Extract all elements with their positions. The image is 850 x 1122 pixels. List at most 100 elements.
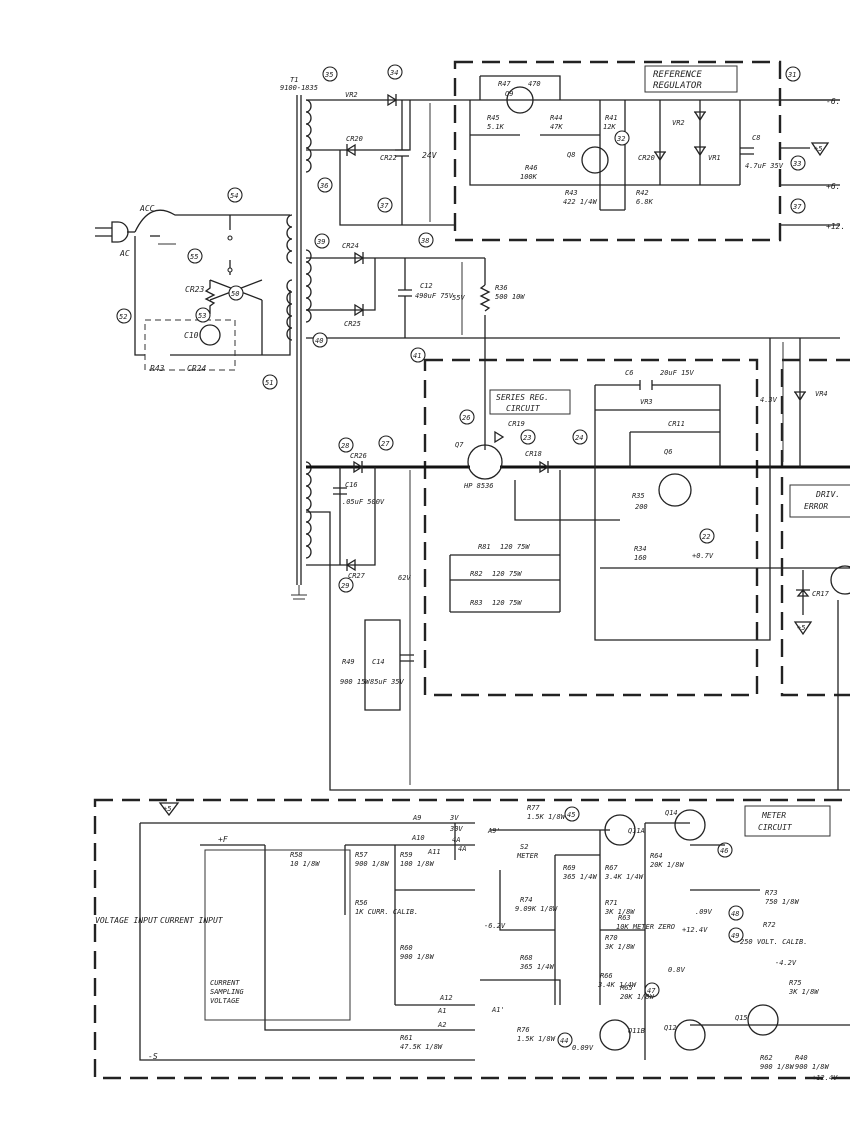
svg-text:10 1/8W: 10 1/8W — [290, 860, 320, 868]
svg-text:R70: R70 — [605, 934, 618, 942]
c12-value: 490uF 75V — [415, 292, 454, 300]
voltage-input-label: VOLTAGE INPUT — [95, 916, 159, 925]
cr19-diode — [494, 430, 505, 444]
r80-resistor — [204, 280, 216, 314]
svg-text:Q15: Q15 — [735, 1014, 748, 1022]
r45-value: 5.1K — [487, 123, 505, 131]
v-m42: -4.2V — [775, 959, 797, 967]
plus5-mid-triangle — [793, 621, 813, 636]
r43-value: 422 1/4W — [563, 198, 598, 206]
r49-value: 900 15W — [340, 678, 370, 686]
r49-label: R49 — [342, 658, 355, 666]
svg-text:9.09K 1/8W: 9.09K 1/8W — [515, 905, 558, 913]
q8-label: Q8 — [567, 151, 575, 159]
ds1-label: C10 — [184, 331, 199, 340]
q4-transistor — [830, 565, 850, 595]
plus5-meter-label: +5 — [163, 805, 171, 813]
c16-label: C16 — [345, 481, 358, 489]
svg-text:R58: R58 — [290, 851, 303, 859]
series-reg-title-2: CIRCUIT — [506, 404, 541, 413]
svg-text:900 1/8W: 900 1/8W — [400, 953, 435, 961]
v55-label: 55V — [452, 294, 465, 302]
reference-regulator-title-2: REGULATOR — [653, 81, 702, 91]
cr17-label: CR17 — [812, 590, 830, 598]
meter-circuit-title: METER — [761, 811, 786, 820]
svg-text:47.5K 1/8W: 47.5K 1/8W — [400, 1043, 443, 1051]
r41-value: 12K — [603, 123, 616, 131]
svg-text:37: 37 — [379, 202, 389, 210]
tap-4a-2: 4A — [458, 845, 466, 853]
r82-value: 120 75W — [492, 570, 522, 578]
svg-text:1K CURR. CALIB.: 1K CURR. CALIB. — [355, 908, 418, 916]
r81-value: 120 75W — [500, 543, 530, 551]
s1-fuse-box — [144, 319, 236, 371]
c12-label: C12 — [420, 282, 433, 290]
current-input-label: CURRENT INPUT — [160, 916, 224, 925]
sampling-label-2: SAMPLING — [210, 988, 245, 996]
out-plus12: +12. — [826, 222, 845, 231]
r47-label: R47 — [498, 80, 511, 88]
svg-text:R61: R61 — [400, 1034, 413, 1042]
r35-label: R35 — [632, 492, 645, 500]
svg-text:54: 54 — [230, 192, 238, 200]
c8-label: C8 — [752, 134, 760, 142]
c14-value: 85uF 35V — [370, 678, 405, 686]
svg-text:1.5K 1/8W: 1.5K 1/8W — [517, 1035, 556, 1043]
driver-box — [789, 484, 850, 518]
vr3-label: VR3 — [640, 398, 653, 406]
secondary-coil-3 — [305, 461, 312, 559]
s2-label: S2 — [520, 843, 528, 851]
plus5-mid-label: +5 — [797, 624, 805, 632]
plus5-ref-label: +5 — [814, 145, 822, 153]
svg-text:R62: R62 — [760, 1054, 773, 1062]
r36-label: R36 — [495, 284, 508, 292]
r45-label: R45 — [487, 114, 500, 122]
cr25-diode — [354, 303, 365, 317]
r47-value: 470 — [528, 80, 541, 88]
svg-text:26: 26 — [462, 414, 470, 422]
svg-text:53: 53 — [198, 312, 206, 320]
r80-label: CR23 — [185, 285, 204, 294]
svg-text:46: 46 — [720, 847, 728, 855]
reference-regulator-outline — [453, 60, 782, 242]
svg-text:Q11A: Q11A — [628, 827, 645, 835]
ac-label: AC — [119, 249, 130, 258]
cr11-label: CR11 — [668, 420, 685, 428]
cr26-label: CR26 — [350, 452, 367, 460]
meter-circuit-title-2: CIRCUIT — [758, 823, 793, 832]
svg-text:365 1/4W: 365 1/4W — [562, 873, 598, 881]
bottom-sec-wires — [306, 467, 850, 791]
r34-label: R34 — [634, 545, 647, 553]
v-124a: +12.4V — [682, 926, 708, 934]
v-09: .09V — [695, 908, 713, 916]
svg-text:41: 41 — [413, 352, 421, 360]
r44-value: 47K — [550, 123, 563, 131]
cr27-diode — [345, 558, 356, 572]
secondary-coil-2 — [305, 249, 312, 323]
svg-text:38: 38 — [420, 237, 429, 245]
r83-label: R83 — [470, 599, 483, 607]
meter-wiring — [139, 809, 850, 1061]
svg-text:40: 40 — [315, 337, 323, 345]
transformer-t1 — [291, 95, 307, 600]
svg-text:48: 48 — [731, 910, 739, 918]
cr24-diode — [354, 251, 365, 265]
svg-text:28: 28 — [341, 442, 349, 450]
svg-text:R68: R68 — [520, 954, 533, 962]
node-markers: 35 34 31 32 33 37 36 37 54 55 50 53 52 5… — [116, 64, 806, 1048]
cr25-label: CR25 — [344, 320, 361, 328]
svg-text:R65: R65 — [620, 984, 633, 992]
mid-bus — [306, 257, 840, 450]
a11-label: A11 — [427, 848, 441, 856]
svg-text:R74: R74 — [520, 896, 533, 904]
v-009: 0.09V — [572, 1044, 594, 1052]
reference-regulator-box — [644, 65, 738, 93]
series-reg-box — [489, 389, 571, 415]
cr23-diode — [345, 143, 356, 157]
driver-title-2: ERROR — [804, 502, 828, 511]
r42-value: 6.8K — [636, 198, 654, 206]
a1p-label: A1' — [491, 1006, 505, 1014]
driver-outline — [780, 358, 850, 697]
svg-text:45: 45 — [567, 811, 575, 819]
tap-3v: 3V — [449, 814, 459, 822]
